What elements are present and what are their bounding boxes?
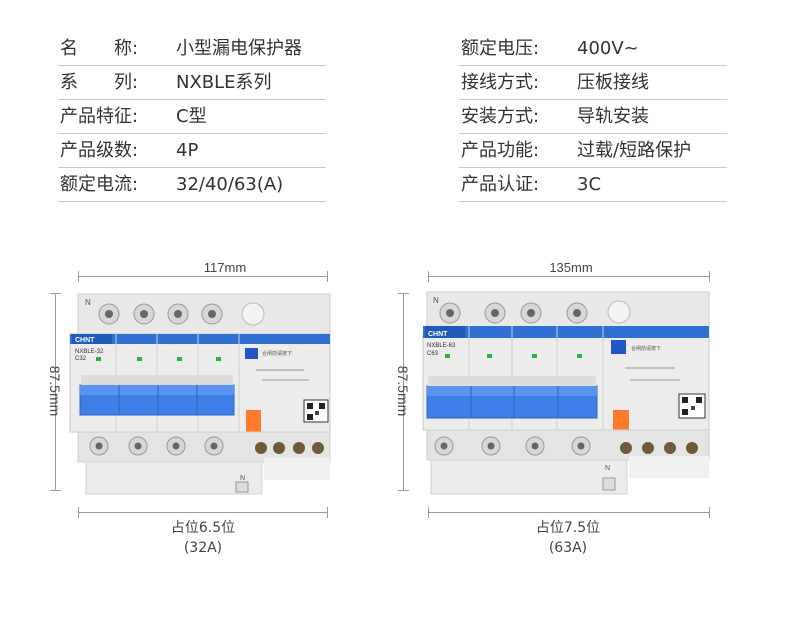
brand-logo-text: CHNT [428, 331, 448, 338]
spec-row: 额定电压: 400V~ [459, 32, 727, 66]
brand-logo-text: CHNT [75, 337, 95, 344]
spec-key: 产品认证: [461, 174, 540, 195]
svg-text:N: N [433, 296, 439, 305]
spec-value: 过载/短路保护 [577, 140, 692, 161]
spec-value: NXBLE系列 [176, 72, 272, 93]
svg-text:C32: C32 [75, 356, 87, 362]
dimension-tick [78, 271, 79, 282]
spec-value: 压板接线 [577, 72, 649, 93]
dimension-tick [709, 507, 710, 518]
dimension-tick [398, 293, 409, 294]
caption-line: 占位6.5位 [170, 520, 236, 536]
spec-key: 安装方式: [461, 106, 540, 127]
top-terminal-screws [98, 302, 265, 326]
top-terminal-screws [439, 300, 631, 324]
dimension-tick [709, 271, 710, 282]
spec-key: 产品功能: [461, 140, 540, 161]
width-label: 117mm [203, 260, 247, 275]
width-dimension-line [428, 276, 710, 277]
bottom-dimension-line [78, 512, 328, 513]
dimension-tick [398, 490, 409, 491]
svg-text:C63: C63 [427, 351, 439, 357]
spec-key: 额定电流: [60, 174, 139, 195]
dimension-tick [428, 507, 429, 518]
caption-line: 占位7.5位 [535, 520, 601, 536]
spec-row: 额定电流: 32/40/63(A) [58, 168, 326, 202]
test-button [613, 410, 629, 432]
width-label: 135mm [549, 260, 593, 275]
product-caption: 占位6.5位 (32A) [103, 518, 303, 558]
svg-text:NXBLE-32: NXBLE-32 [75, 349, 104, 355]
dimension-tick [327, 507, 328, 518]
dimension-tick [50, 293, 61, 294]
spec-value: C型 [176, 106, 207, 127]
spec-row: 名 称: 小型漏电保护器 [58, 32, 326, 66]
spec-key: 产品级数: [60, 140, 139, 161]
dimension-tick [428, 271, 429, 282]
blue-band [70, 334, 239, 344]
spec-row: 接线方式: 压板接线 [459, 66, 727, 100]
dimension-tick [78, 507, 79, 518]
product-caption: 占位7.5位 (63A) [468, 518, 668, 558]
test-button [246, 410, 261, 432]
caption-line: (32A) [183, 540, 223, 556]
bottom-dimension-line [428, 512, 710, 513]
spec-table-left: 名 称:小型漏电保护器 系 列:NXBLE系列 产品特征:C型 产品级数:4P … [58, 32, 326, 202]
svg-text:合闸前请按下: 合闸前请按下 [631, 345, 661, 352]
spec-value: 3C [577, 174, 602, 195]
height-label: 87.5mm [395, 365, 411, 417]
spec-value: 32/40/63(A) [176, 174, 284, 195]
spec-row: 产品特征: C型 [58, 100, 326, 134]
svg-text:N: N [605, 465, 610, 472]
spec-row: 系 列: NXBLE系列 [58, 66, 326, 100]
rcbo-4p-32a-image: N CHNT NXBLE-32 C32 合闸前请按下 N [69, 293, 331, 495]
height-label: 87.5mm [47, 365, 63, 417]
spec-value: 400V~ [577, 38, 639, 59]
svg-text:合闸前请按下: 合闸前请按下 [262, 350, 292, 357]
dimension-tick [50, 490, 61, 491]
spec-value: 小型漏电保护器 [176, 38, 302, 59]
dimension-tick [327, 271, 328, 282]
spec-key: 产品特征: [60, 106, 139, 127]
svg-text:N: N [240, 475, 245, 482]
spec-row: 产品级数: 4P [58, 134, 326, 168]
spec-row: 产品认证: 3C [459, 168, 727, 202]
spec-value: 导轨安装 [577, 106, 649, 127]
spec-key: 名 称: [60, 38, 139, 59]
spec-key: 额定电压: [461, 38, 540, 59]
spec-table-right: 额定电压: 400V~ 接线方式: 压板接线 安装方式: 导轨安装 产品功能: 过载/短… [459, 32, 727, 202]
spec-key: 系 列: [60, 72, 139, 93]
spec-row: 产品功能: 过载/短路保护 [459, 134, 727, 168]
spec-row: 安装方式: 导轨安装 [459, 100, 727, 134]
width-dimension-line [78, 276, 328, 277]
height-dimension-line [403, 293, 404, 491]
svg-text:NXBLE-63: NXBLE-63 [427, 343, 456, 349]
spec-value: 4P [176, 140, 199, 161]
spec-key: 接线方式: [461, 72, 540, 93]
height-dimension-line [55, 293, 56, 491]
rcbo-4p-63a-image: N CHNT NXBLE-63 C63 合闸前请按下 N [422, 291, 710, 495]
svg-text:N: N [85, 298, 91, 307]
caption-line: (63A) [548, 540, 588, 556]
